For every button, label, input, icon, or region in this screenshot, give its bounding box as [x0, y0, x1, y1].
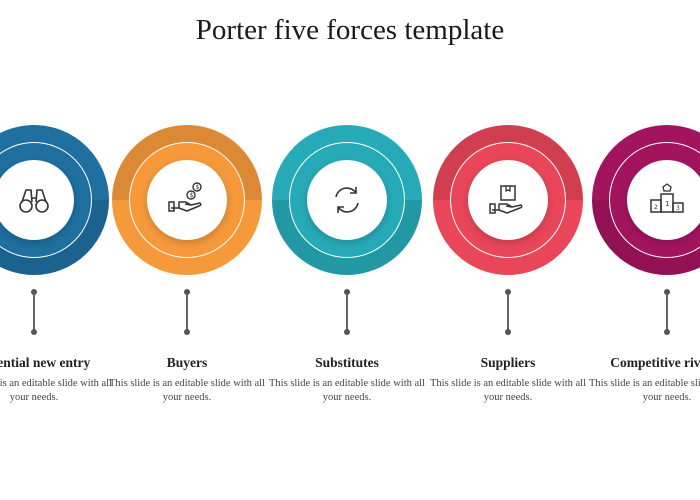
- force-description: This slide is an editable slide with all…: [108, 378, 265, 403]
- icon-circle: $$: [147, 160, 227, 240]
- connector-dot-bottom: [664, 329, 670, 335]
- binoculars-icon: [19, 189, 49, 213]
- connector-line: [346, 294, 348, 330]
- connector-dot-bottom: [31, 329, 37, 335]
- ring-half-shade: [272, 200, 422, 275]
- force-label: Potential new entry: [0, 355, 91, 370]
- connector-dot-top: [31, 289, 37, 295]
- ring-inner-band: [112, 125, 262, 275]
- force-description: This slide is an editable slide with all…: [429, 378, 586, 403]
- connector-dot-top: [664, 289, 670, 295]
- page-title: Porter five forces template: [195, 14, 505, 46]
- svg-text:$: $: [190, 192, 194, 199]
- connector-line: [186, 294, 188, 330]
- connector-dot-top: [344, 289, 350, 295]
- ring-half-shade: [592, 200, 700, 275]
- icon-circle: [0, 160, 74, 240]
- connector-line: [666, 294, 668, 330]
- force-label: Substitutes: [315, 355, 379, 370]
- svg-text:1: 1: [665, 200, 669, 208]
- ring-inner-band: [272, 125, 422, 275]
- icon-circle: [468, 160, 548, 240]
- connector-dot-bottom: [344, 329, 350, 335]
- connector-dot-top: [505, 289, 511, 295]
- connector-dot-bottom: [184, 329, 190, 335]
- hand-box-icon: [489, 185, 523, 214]
- ring-half-shade: [112, 125, 262, 200]
- svg-text:3: 3: [676, 205, 680, 212]
- connector-dot-bottom: [505, 329, 511, 335]
- connector-line: [33, 294, 35, 330]
- refresh-arrows-icon: [335, 187, 359, 213]
- force-description: This slide is an editable slide with all…: [588, 378, 700, 403]
- connector-dot-top: [184, 289, 190, 295]
- ring-inner-band: [0, 125, 109, 275]
- svg-text:$: $: [196, 184, 200, 191]
- force-label: Buyers: [166, 355, 208, 370]
- hand-coins-icon: $$: [168, 182, 202, 212]
- force-description: This slide is an editable slide with all…: [0, 378, 112, 403]
- icon-circle: [307, 160, 387, 240]
- podium-icon: 12 3: [650, 183, 684, 213]
- connector-line: [507, 294, 509, 330]
- force-node-potential-new-entry: Potential new entryThis slide is an edit…: [0, 0, 112, 403]
- ring-inner-band: [592, 125, 700, 275]
- svg-text:2: 2: [654, 204, 658, 211]
- force-label: Suppliers: [480, 355, 536, 370]
- force-description: This slide is an editable slide with all…: [268, 378, 425, 403]
- ring-inner-band: [433, 125, 583, 275]
- ring-half-shade: [0, 200, 109, 275]
- ring-half-shade: [433, 125, 583, 200]
- force-label: Competitive rivalry: [610, 355, 700, 370]
